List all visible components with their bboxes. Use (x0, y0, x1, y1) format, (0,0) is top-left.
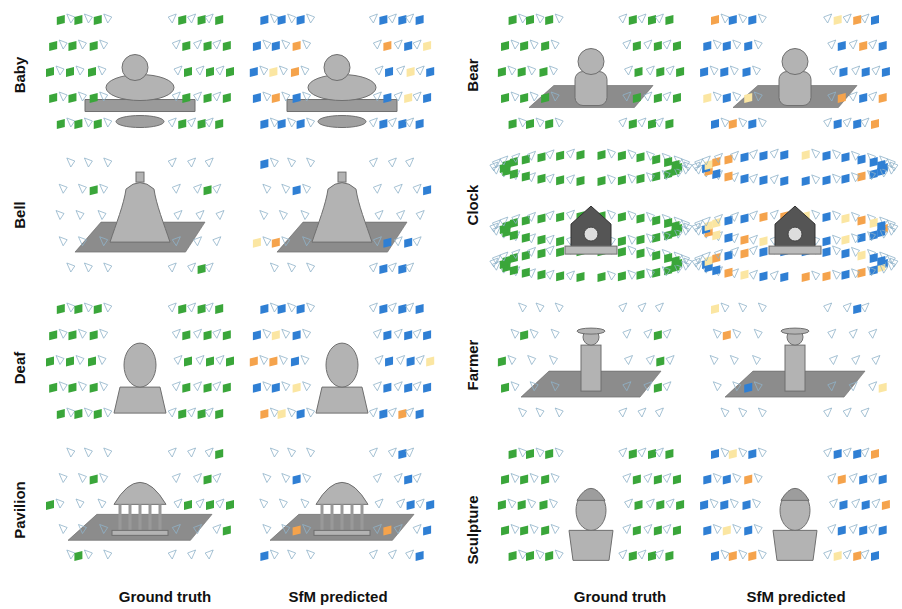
scene-panel (498, 303, 674, 417)
row-label: Bear (465, 58, 480, 91)
scene-panel (692, 149, 898, 282)
scene-panel (250, 303, 434, 419)
column-label: Ground truth (119, 589, 211, 604)
row-label: Sculpture (465, 495, 480, 564)
scene-panel (46, 303, 234, 419)
scene-panel (498, 448, 684, 561)
scene-panel (56, 158, 224, 274)
row-label: Deaf (12, 352, 27, 385)
row-label: Pavilion (12, 481, 27, 539)
scene-panel (490, 149, 692, 282)
column-label: SfM predicted (288, 589, 387, 604)
row-label: Bell (12, 201, 27, 229)
scene-panel (46, 14, 234, 129)
scene-panel (250, 14, 434, 129)
column-label: SfM predicted (746, 589, 845, 604)
scene-panel (710, 303, 887, 417)
scene-panel (46, 448, 234, 561)
scene-panel (260, 448, 434, 561)
row-label: Baby (12, 57, 27, 94)
scene-panel (700, 14, 890, 129)
row-label: Farmer (465, 340, 480, 391)
column-label: Ground truth (574, 589, 666, 604)
row-label: Clock (465, 185, 480, 226)
scene-panel (498, 14, 684, 129)
scene-panel (700, 448, 890, 561)
scene-panel (253, 158, 431, 274)
